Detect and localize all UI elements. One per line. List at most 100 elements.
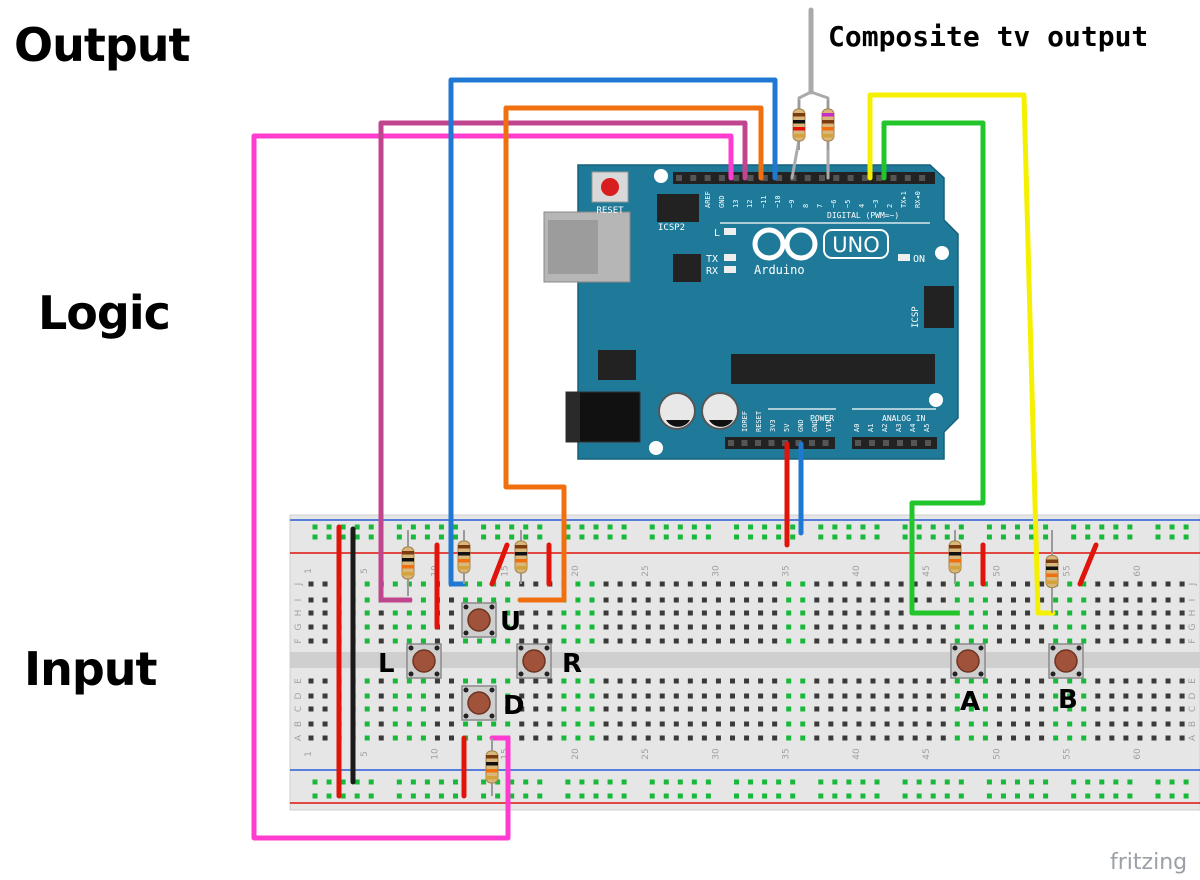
breadboard-hole — [898, 678, 904, 684]
resistor — [401, 530, 415, 596]
rail-hole — [832, 793, 838, 799]
breadboard-hole — [505, 706, 511, 712]
rail-hole — [916, 779, 922, 785]
breadboard-hole — [378, 735, 384, 741]
rail-hole — [944, 779, 950, 785]
digital-pin-label: AREF — [704, 191, 712, 208]
wire-red-b — [1077, 542, 1099, 587]
breadboard-hole — [1123, 597, 1129, 603]
breadboard-hole — [1109, 597, 1115, 603]
breadboard-hole — [1151, 693, 1157, 699]
rail-hole — [495, 793, 501, 799]
pushbutton-b[interactable] — [1048, 643, 1084, 679]
pushbutton-u[interactable] — [461, 602, 497, 638]
rail-hole — [1029, 534, 1035, 540]
rail-hole — [776, 779, 782, 785]
pushbutton-r[interactable] — [516, 643, 552, 679]
breadboard-hole — [758, 610, 764, 616]
breadboard-hole — [477, 678, 483, 684]
button-label-u: U — [500, 607, 521, 637]
rail-hole — [748, 793, 754, 799]
breadboard-hole — [1137, 693, 1143, 699]
pushbutton-a[interactable] — [950, 643, 986, 679]
breadboard-hole — [1081, 693, 1087, 699]
rail-hole — [326, 534, 332, 540]
breadboard-hole — [870, 678, 876, 684]
column-number: 20 — [571, 565, 581, 577]
column-number: 30 — [711, 565, 721, 577]
breadboard-hole — [1025, 610, 1031, 616]
breadboard-hole — [561, 693, 567, 699]
breadboard-hole — [575, 693, 581, 699]
breadboard-hole — [926, 735, 932, 741]
rail-hole — [677, 524, 683, 530]
breadboard-hole — [547, 721, 553, 727]
breadboard-hole — [1109, 624, 1115, 630]
mounting-hole — [929, 393, 943, 407]
breadboard-hole — [814, 597, 820, 603]
rail-hole — [1085, 534, 1091, 540]
breadboard-hole — [968, 706, 974, 712]
breadboard-hole — [392, 624, 398, 630]
breadboard-hole — [575, 624, 581, 630]
breadboard-hole — [926, 597, 932, 603]
rail-hole — [1155, 779, 1161, 785]
breadboard-hole — [1011, 721, 1016, 727]
breadboard-hole — [308, 638, 314, 644]
arduino-logo-text: Arduino — [754, 263, 805, 277]
breadboard-hole — [1067, 581, 1073, 587]
rail-hole — [1113, 793, 1119, 799]
breadboard-hole — [1081, 706, 1087, 712]
breadboard-hole — [800, 638, 806, 644]
breadboard-hole — [533, 638, 539, 644]
uno-badge — [823, 229, 889, 259]
breadboard-hole — [940, 721, 946, 727]
rail-hole — [1085, 779, 1091, 785]
breadboard-hole — [786, 597, 792, 603]
rail-hole — [734, 524, 739, 530]
breadboard-hole — [1095, 721, 1101, 727]
digital-pin-label: ~5 — [844, 200, 852, 208]
header-socket — [911, 440, 917, 446]
breadboard-hole — [1165, 706, 1171, 712]
breadboard-hole — [617, 597, 623, 603]
reset-button-cap[interactable] — [601, 178, 619, 196]
breadboard-hole — [898, 693, 904, 699]
breadboard-hole — [449, 706, 454, 712]
rail-hole — [621, 524, 627, 530]
breadboard-hole — [505, 610, 511, 616]
breadboard-hole — [786, 721, 792, 727]
breadboard-hole — [828, 597, 834, 603]
resistor — [1045, 530, 1059, 613]
breadboard-hole — [912, 678, 918, 684]
breadboard-hole — [673, 624, 679, 630]
rail-hole — [1099, 524, 1105, 530]
breadboard-hole — [575, 581, 581, 587]
breadboard-hole — [392, 678, 398, 684]
breadboard-hole — [1137, 610, 1143, 616]
breadboard-hole — [491, 678, 497, 684]
pushbutton-l[interactable] — [406, 643, 442, 679]
breadboard-hole — [1039, 638, 1045, 644]
breadboard-hole — [1081, 678, 1087, 684]
row-letter: E — [1188, 678, 1198, 684]
breadboard-hole — [1095, 638, 1101, 644]
breadboard-hole — [856, 678, 862, 684]
rail-hole — [1071, 779, 1077, 785]
breadboard-hole — [449, 638, 454, 644]
breadboard-hole — [1025, 721, 1031, 727]
rail-hole — [579, 524, 585, 530]
breadboard-hole — [1137, 706, 1143, 712]
breadboard-hole — [1165, 581, 1171, 587]
breadboard-hole — [772, 678, 778, 684]
breadboard-hole — [673, 638, 679, 644]
analog-pin-label: A3 — [895, 424, 903, 432]
rail-hole — [790, 793, 796, 799]
breadboard-hole — [1067, 610, 1073, 616]
breadboard-hole — [814, 638, 820, 644]
breadboard-hole — [1039, 624, 1045, 630]
breadboard-hole — [420, 624, 426, 630]
breadboard-hole — [1081, 721, 1087, 727]
breadboard-hole — [954, 678, 960, 684]
pushbutton-d[interactable] — [461, 685, 497, 721]
